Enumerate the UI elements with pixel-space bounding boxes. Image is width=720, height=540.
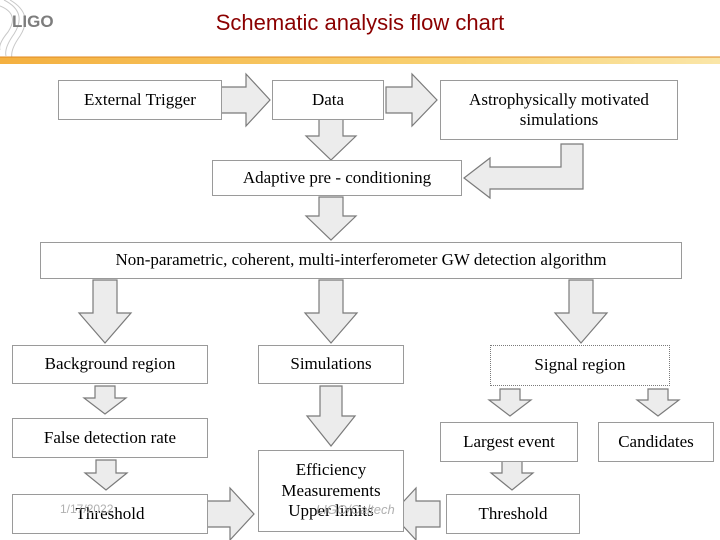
logo-swirl bbox=[0, 0, 26, 59]
node-efficiency-measurements: Efficiency Measurements Upper limits bbox=[258, 450, 404, 532]
arrow-preconditioning-to-algorithm bbox=[304, 196, 358, 241]
arrow-signal-to-largest-event bbox=[487, 388, 533, 417]
arrow-largest-event-to-threshold bbox=[489, 459, 535, 491]
node-false-detection-rate: False detection rate bbox=[12, 418, 208, 458]
node-detection-algorithm: Non-parametric, coherent, multi-interfer… bbox=[40, 242, 682, 279]
footer-org: LIGO/Caltech bbox=[316, 502, 395, 517]
arrow-simulations-to-preconditioning bbox=[463, 143, 584, 200]
arrow-false-rate-to-threshold bbox=[83, 459, 129, 491]
arrow-algorithm-to-background bbox=[77, 279, 133, 344]
node-background-region: Background region bbox=[12, 345, 208, 384]
arrow-data-to-simulations bbox=[385, 72, 438, 128]
node-external-trigger: External Trigger bbox=[58, 80, 222, 120]
node-threshold-left: Threshold bbox=[12, 494, 208, 534]
slide-title: Schematic analysis flow chart bbox=[215, 10, 505, 35]
arrow-data-to-preconditioning bbox=[304, 117, 358, 161]
node-largest-event: Largest event bbox=[440, 422, 578, 462]
arrow-signal-to-candidates bbox=[635, 388, 681, 417]
arrow-threshold-to-efficiency bbox=[206, 486, 255, 540]
arrow-algorithm-to-simulations bbox=[303, 279, 359, 344]
node-astrophysical-simulations: Astrophysically motivated simulations bbox=[440, 80, 678, 140]
footer-date: 1/17/2022 bbox=[60, 502, 114, 516]
arrow-trigger-to-data bbox=[219, 72, 271, 128]
node-candidates: Candidates bbox=[598, 422, 714, 462]
node-signal-region: Signal region bbox=[490, 345, 670, 386]
header-divider bbox=[0, 57, 720, 64]
node-adaptive-preconditioning: Adaptive pre - conditioning bbox=[212, 160, 462, 196]
arrow-algorithm-to-signal bbox=[553, 279, 609, 344]
node-threshold-right: Threshold bbox=[446, 494, 580, 534]
node-data: Data bbox=[272, 80, 384, 120]
ligo-logo: LIGO bbox=[12, 12, 54, 31]
arrow-background-to-false-rate bbox=[82, 385, 128, 415]
arrow-threshold-to-efficiency-right bbox=[391, 486, 441, 540]
node-simulations: Simulations bbox=[258, 345, 404, 384]
arrow-simulations-to-efficiency bbox=[305, 385, 357, 447]
